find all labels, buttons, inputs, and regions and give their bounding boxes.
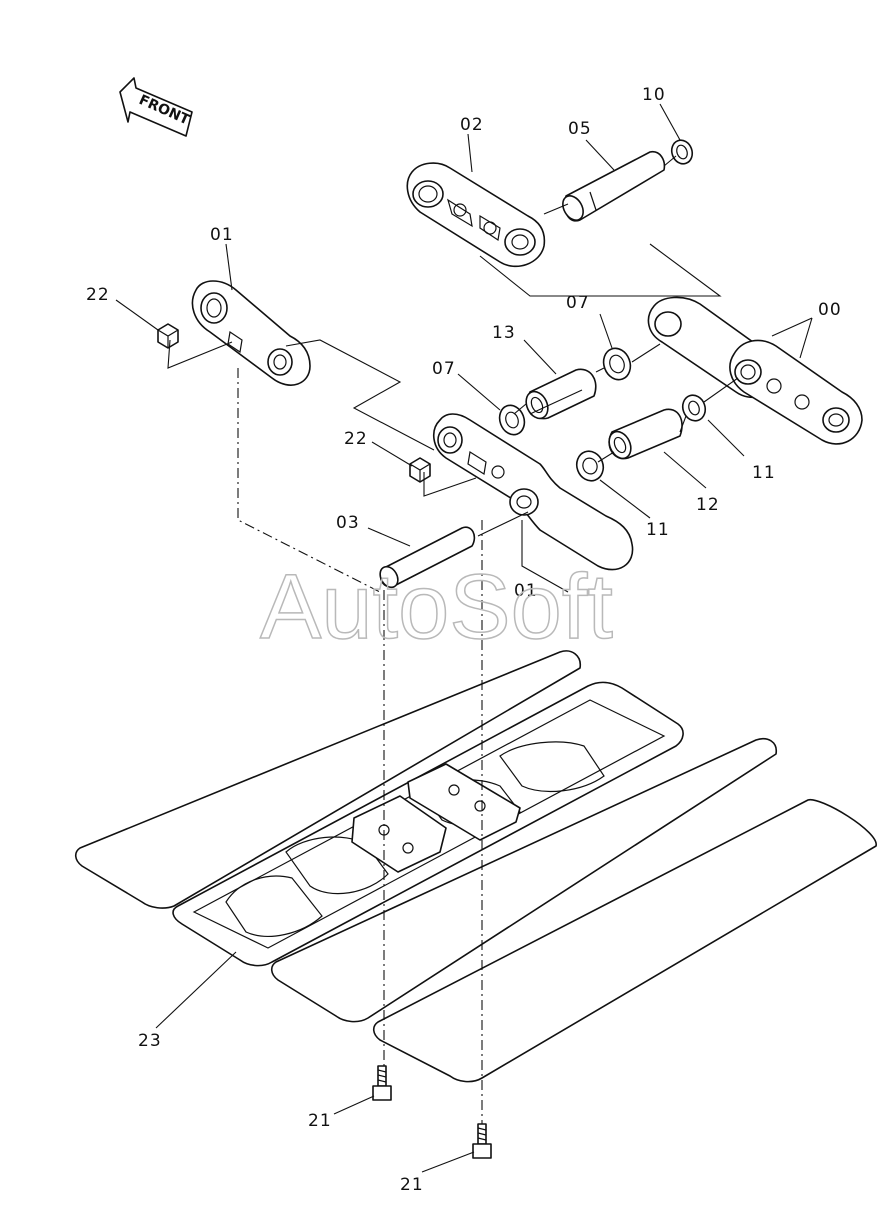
nut-part-22-lower xyxy=(409,457,431,483)
pin-part-03 xyxy=(379,526,476,589)
assembly-guide-lines xyxy=(167,155,739,1124)
callout-10: 10 xyxy=(642,85,666,105)
link-assembly-part-00 xyxy=(647,296,863,445)
callout-07-right: 07 xyxy=(566,293,590,313)
callout-21-lower: 21 xyxy=(400,1175,424,1195)
callout-13: 13 xyxy=(492,323,516,343)
seal-part-07-left xyxy=(498,404,526,436)
callout-leaders xyxy=(115,103,813,1173)
nut-part-22-upper xyxy=(157,323,179,349)
bushing-part-13 xyxy=(525,368,597,420)
link-part-01-upper xyxy=(191,280,311,386)
callout-21-upper: 21 xyxy=(308,1111,332,1131)
pin-part-05 xyxy=(562,150,666,222)
snap-ring-part-10 xyxy=(670,139,694,165)
callout-05: 05 xyxy=(568,119,592,139)
callout-02: 02 xyxy=(460,115,484,135)
callout-12: 12 xyxy=(696,495,720,515)
callout-01-lower: 01 xyxy=(514,581,538,601)
link-part-01-lower xyxy=(433,413,634,571)
link-part-02 xyxy=(406,162,546,268)
callout-22-lower: 22 xyxy=(344,429,368,449)
seal-part-11-right xyxy=(681,394,707,422)
watermark: AutoSoft xyxy=(260,556,613,658)
callout-11-lower: 11 xyxy=(646,520,670,540)
front-arrow-icon: FRONT xyxy=(119,77,193,137)
seal-part-07-right xyxy=(602,347,632,381)
callout-11-right: 11 xyxy=(752,463,776,483)
bushing-part-12 xyxy=(608,408,683,460)
bolt-part-21-upper xyxy=(372,1065,392,1101)
track-shoe-part-23 xyxy=(74,650,877,1083)
callout-numbers: 02 05 10 01 22 00 07 13 07 22 11 12 11 0… xyxy=(86,85,842,1195)
bolt-part-21-lower xyxy=(472,1123,492,1159)
callout-01-upper: 01 xyxy=(210,225,234,245)
callout-03: 03 xyxy=(336,513,360,533)
callout-07-left: 07 xyxy=(432,359,456,379)
seal-part-11-lower xyxy=(575,450,605,482)
callout-22-upper: 22 xyxy=(86,285,110,305)
callout-23: 23 xyxy=(138,1031,162,1051)
callout-00: 00 xyxy=(818,300,842,320)
